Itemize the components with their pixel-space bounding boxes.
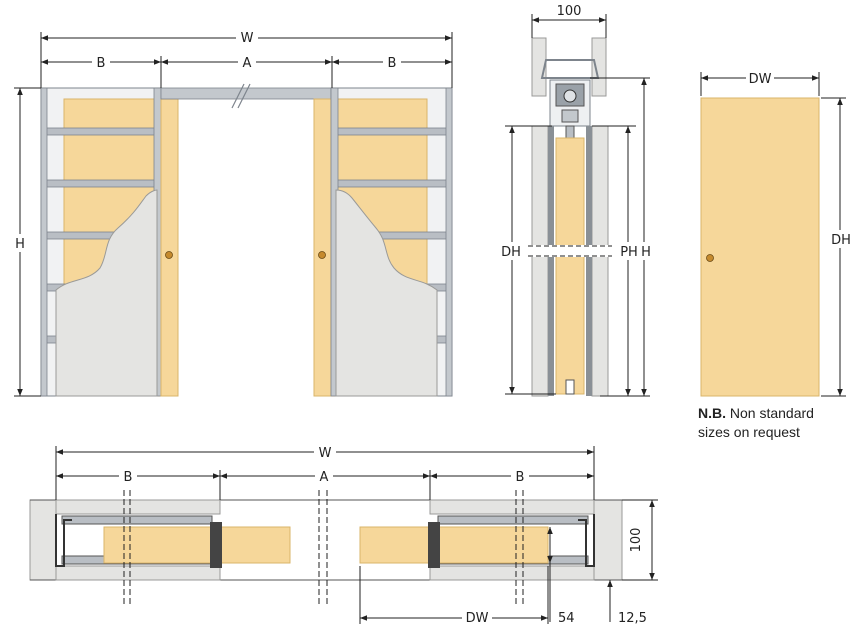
label-100-plan: 100 <box>629 528 644 553</box>
right-door-leaf <box>313 98 332 397</box>
right-door-handle <box>318 251 326 259</box>
front-elevation: W B A B H <box>11 28 453 397</box>
label-dh-leaf: DH <box>831 233 851 248</box>
door-leaf <box>700 97 820 397</box>
label-a-plan: A <box>320 470 329 485</box>
left-door-handle <box>165 251 173 259</box>
label-h-front: H <box>15 237 25 252</box>
label-dw-leaf: DW <box>749 72 772 87</box>
label-b-front-left: B <box>97 56 106 71</box>
note-line1: Non standard <box>729 405 814 421</box>
note-bold: N.B. <box>698 405 726 421</box>
door-leaf-view: DW DH <box>700 70 854 397</box>
left-pocket-frame <box>40 87 162 397</box>
right-pocket-frame <box>330 87 453 397</box>
label-a-front: A <box>243 56 252 71</box>
section-door-slab <box>555 137 585 395</box>
label-h-section: H <box>641 245 651 260</box>
label-b-plan-left: B <box>124 470 133 485</box>
top-track <box>160 87 333 100</box>
label-b-plan-right: B <box>516 470 525 485</box>
label-w-front: W <box>241 31 254 46</box>
label-dw-plan: DW <box>466 611 489 626</box>
left-door-leaf <box>160 98 179 397</box>
label-54-plan: 54 <box>558 611 575 626</box>
plan-view: W B A B DW 54 12,5 100 <box>29 443 658 626</box>
label-100-section: 100 <box>557 4 582 19</box>
label-w-plan: W <box>319 446 332 461</box>
plan-right-door <box>359 526 549 564</box>
non-standard-note: N.B. Non standard sizes on request <box>698 404 848 442</box>
label-dh-section: DH <box>501 245 521 260</box>
door-leaf-handle <box>706 254 714 262</box>
section-view: 100 DH PH H <box>500 2 654 397</box>
note-line2: sizes on request <box>698 424 800 440</box>
label-ph-section: PH <box>620 245 638 260</box>
label-b-front-right: B <box>388 56 397 71</box>
plan-left-door <box>103 526 291 564</box>
label-12-5-plan: 12,5 <box>618 611 647 626</box>
